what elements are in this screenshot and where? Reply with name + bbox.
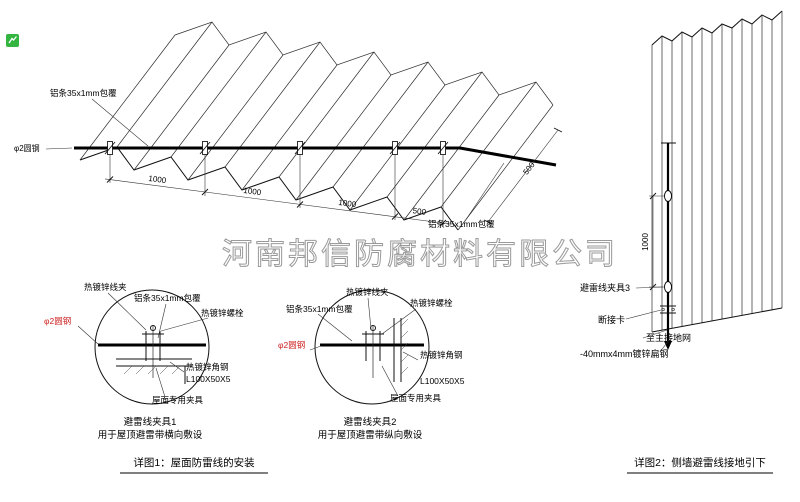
caption-detail-1: 详图1：屋面防雷线的安装 — [133, 456, 255, 469]
leader-line — [402, 351, 419, 361]
leader-line — [160, 317, 209, 332]
leader-line — [659, 339, 670, 353]
leader-line — [107, 292, 147, 331]
roof-annotations: 铝条35x1mm包覆 φ2圆钢 铝条35x1mm包覆 — [14, 88, 505, 229]
roof-label-round-steel: φ2圆钢 — [14, 143, 40, 153]
leader-line — [45, 147, 73, 150]
green-marker-icon — [6, 34, 19, 47]
dim-1000-b: 1000 — [243, 186, 262, 197]
dim-500: 500 — [412, 206, 427, 217]
wall-label-disconnect: 断接卡 — [598, 314, 625, 325]
disconnect-card-symbol — [660, 305, 676, 314]
wall-dimension: 1000 — [641, 192, 664, 291]
detail2-label-angle-spec: L100X50X5 — [420, 376, 465, 386]
detail2-title: 避雷线夹具2 — [344, 416, 397, 428]
leader-line — [367, 297, 372, 330]
detail2-label-roof-clamp: 屋面专用夹具 — [390, 393, 442, 403]
detail1-subtitle: 用于屋顶避雷带横向敷设 — [98, 429, 203, 441]
conductor-clamp — [664, 190, 672, 202]
detail1-label-al-strip: 铝条35x1mm包覆 — [134, 293, 201, 303]
detail2-circle — [314, 289, 430, 405]
detail2-label-round-steel: φ2圆钢 — [278, 340, 305, 350]
detail2-label-angle-steel: 热镀锌角钢 — [420, 350, 463, 360]
roof-dimension-chain: 1000 1000 1000 500 — [104, 154, 451, 227]
leader-line — [309, 345, 322, 351]
detail2-label-clip: 热镀锌线夹 — [346, 287, 389, 297]
roof-corrugations — [79, 21, 554, 231]
detail-view-1: 热镀锌线夹 铝条35x1mm包覆 热镀锌螺栓 φ2圆钢 热镀锌角钢 L100X5… — [44, 282, 244, 441]
detail1-label-bolt: 热镀锌螺栓 — [201, 308, 244, 318]
detail1-annotations: 热镀锌线夹 铝条35x1mm包覆 热镀锌螺栓 φ2圆钢 热镀锌角钢 L100X5… — [44, 282, 244, 405]
detail1-label-clip: 热镀锌线夹 — [84, 282, 127, 292]
leader-line — [91, 98, 149, 147]
roof-label-al-strip-top: 铝条35x1mm包覆 — [50, 88, 117, 98]
detail2-label-al-strip: 铝条35x1mm包覆 — [286, 304, 353, 314]
wall-label-flat-steel: -40mmx4mm镀锌扁钢 — [580, 348, 669, 359]
detail1-clamp — [142, 325, 164, 378]
conductor-arrow — [664, 341, 672, 350]
wall-annotations: 避雷线夹具3 断接卡 至主接地网 -40mmx4mm镀锌扁钢 — [580, 282, 691, 359]
leader-line — [155, 367, 166, 398]
wall-label-to-ground: 至主接地网 — [646, 332, 691, 343]
wall-down-conductor — [660, 142, 676, 350]
roof-right-dimension: 500 — [483, 127, 563, 225]
detail-view-2: 铝条35x1mm包覆 热镀锌线夹 热镀锌螺栓 φ2圆钢 热镀锌角钢 L100X5… — [278, 287, 465, 441]
detail2-subtitle: 用于屋顶避雷带纵向敷设 — [318, 429, 423, 441]
company-watermark: 河南邦信防腐材料有限公司 — [222, 238, 618, 271]
caption-detail-2: 详图2：侧墙避雷线接地引下 — [634, 456, 766, 469]
detail1-angle-steel — [116, 358, 192, 384]
detail1-label-angle-spec: L100X50X5 — [186, 374, 231, 384]
detail1-label-angle-steel: 热镀锌角钢 — [186, 362, 229, 372]
dim-1000-a: 1000 — [148, 174, 167, 185]
dim-1000-c: 1000 — [338, 198, 357, 209]
detail1-title: 避雷线夹具1 — [124, 416, 177, 428]
leader-line — [464, 162, 505, 222]
detail2-label-bolt: 热镀锌螺栓 — [410, 298, 453, 308]
detail2-clamp — [362, 325, 384, 378]
detail1-label-roof-clamp: 屋面专用夹具 — [152, 395, 204, 405]
sheet-captions: 详图1：屋面防雷线的安装 详图2：侧墙避雷线接地引下 — [120, 456, 773, 474]
leader-line — [157, 303, 167, 339]
wall-corrugations — [651, 10, 783, 333]
wall-elevation-view: 1000 避雷线夹具3 断接卡 至主接地网 -40mmx4mm镀锌扁钢 — [580, 10, 783, 359]
leader-line — [77, 325, 99, 345]
roof-isometric-view: 1000 1000 1000 500 500 铝条35x1mm包覆 φ2圆钢 铝… — [14, 21, 563, 231]
wall-dim-1000: 1000 — [641, 233, 650, 251]
detail1-circle — [94, 289, 210, 405]
detail1-label-round-steel: φ2圆钢 — [44, 316, 71, 326]
leader-line — [625, 309, 662, 320]
conductor-clamp — [664, 281, 672, 293]
wall-label-clamp3: 避雷线夹具3 — [580, 282, 630, 293]
leader-line — [635, 286, 664, 289]
leader-line — [642, 329, 668, 339]
detail2-angle-steel — [393, 318, 409, 382]
leader-line — [381, 308, 417, 335]
leader-line — [381, 365, 399, 397]
leader-line — [317, 313, 353, 342]
leader-line — [169, 361, 185, 373]
detail2-annotations: 铝条35x1mm包覆 热镀锌线夹 热镀锌螺栓 φ2圆钢 热镀锌角钢 L100X5… — [278, 287, 465, 403]
roof-label-al-strip-right: 铝条35x1mm包覆 — [428, 219, 495, 229]
